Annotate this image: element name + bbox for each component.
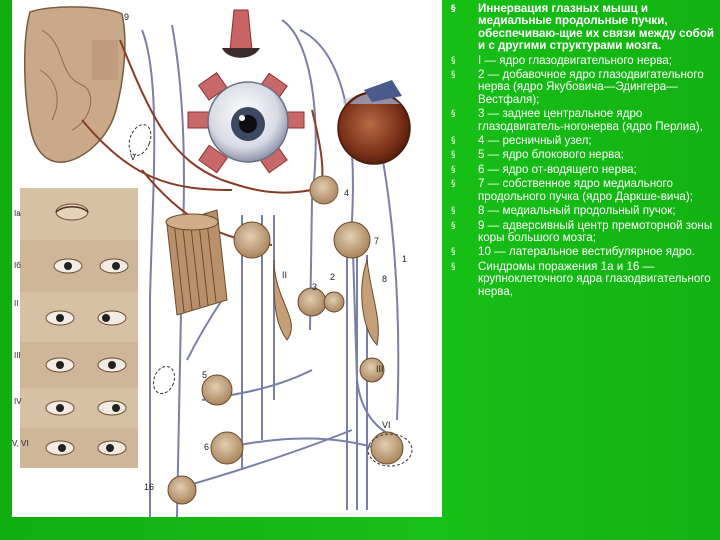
superior-muscle — [229, 9, 253, 51]
list-item: §3 — заднее центральное ядро глазодвигат… — [451, 107, 703, 133]
nucleus-2 — [323, 291, 345, 313]
bullet-marker: § — [451, 109, 456, 120]
list-item: §9 — адверсивный центр премоторной зоны … — [451, 218, 713, 244]
list-item: §5 — ядро блокового нерва; — [451, 148, 624, 162]
callout-8: 8 — [382, 274, 387, 284]
innervation-diagram: 9 — [12, 6, 413, 517]
eye-innervation-figure: 9 — [12, 0, 442, 517]
bullet-marker: § — [451, 4, 456, 14]
row-label-V-VI: V, VI — [12, 439, 29, 448]
nucleus-6 — [210, 431, 244, 465]
bullet-marker: § — [451, 55, 456, 66]
callout-9: 9 — [124, 12, 129, 22]
row-label-III: III — [14, 351, 21, 360]
callout-6: 6 — [204, 442, 209, 452]
nucleus-16 — [167, 475, 197, 505]
bullet-marker: § — [451, 261, 456, 272]
nucleus-7 — [333, 221, 371, 259]
bullet-marker: § — [451, 247, 456, 258]
bullet-marker: § — [451, 164, 456, 175]
bullet-marker: § — [451, 136, 456, 147]
eye-panels — [20, 188, 138, 468]
list-item: §Иннервация глазных мышц и медиальные пр… — [451, 2, 715, 53]
list-item: §4 — ресничный узел; — [451, 134, 592, 148]
row-label-II: II — [14, 299, 18, 308]
bullet-marker: § — [451, 150, 456, 161]
callout-V: V — [130, 152, 136, 162]
ciliary-ganglion — [309, 175, 339, 205]
row-label-Ia: Ia — [14, 209, 21, 218]
nucleus-III — [359, 357, 385, 383]
callout-5: 5 — [202, 370, 207, 380]
row-label-Ib: Iб — [14, 261, 21, 270]
callout-16: 16 — [144, 482, 154, 492]
bullet-list: §Иннервация глазных мышц и медиальные пр… — [448, 2, 716, 300]
oculomotor-nucleus-block — [165, 209, 228, 316]
callout-1: 1 — [402, 254, 407, 264]
list-item: §I — ядро глазодвигательного нерва; — [451, 53, 672, 67]
callout-VI: VI — [382, 420, 391, 430]
bullet-marker: § — [451, 179, 456, 190]
list-item: §6 — ядро от-водящего нерва; — [451, 162, 637, 176]
row-label-IV: IV — [14, 397, 22, 406]
callout-3: 3 — [312, 282, 317, 292]
bullet-marker: § — [451, 70, 456, 81]
callout-II: II — [282, 270, 287, 280]
callout-III: III — [376, 364, 384, 374]
list-item: §10 — латеральное вестибулярное ядро. — [451, 245, 695, 259]
callout-4: 4 — [344, 188, 349, 198]
bullet-marker: § — [451, 220, 456, 231]
nucleus-5 — [201, 374, 233, 406]
eyeball-front — [187, 72, 305, 174]
list-item: §8 — медиальный продольный пучок; — [451, 204, 676, 218]
callout-2: 2 — [330, 272, 335, 282]
callout-7: 7 — [374, 236, 379, 246]
bullet-marker: § — [451, 206, 456, 217]
eyeball-side — [337, 80, 411, 165]
nucleus-3 — [297, 287, 327, 317]
list-item: §2 — добавочное ядро глазодвигательного … — [451, 68, 704, 106]
nucleus-VI — [370, 431, 404, 465]
cortex-shape — [23, 6, 126, 163]
list-item: §7 — собственное ядро медиального продол… — [451, 177, 693, 203]
nucleus-center-left — [233, 221, 271, 259]
list-item: §Синдромы поражения 1а и 16 — крупноклет… — [451, 259, 711, 298]
